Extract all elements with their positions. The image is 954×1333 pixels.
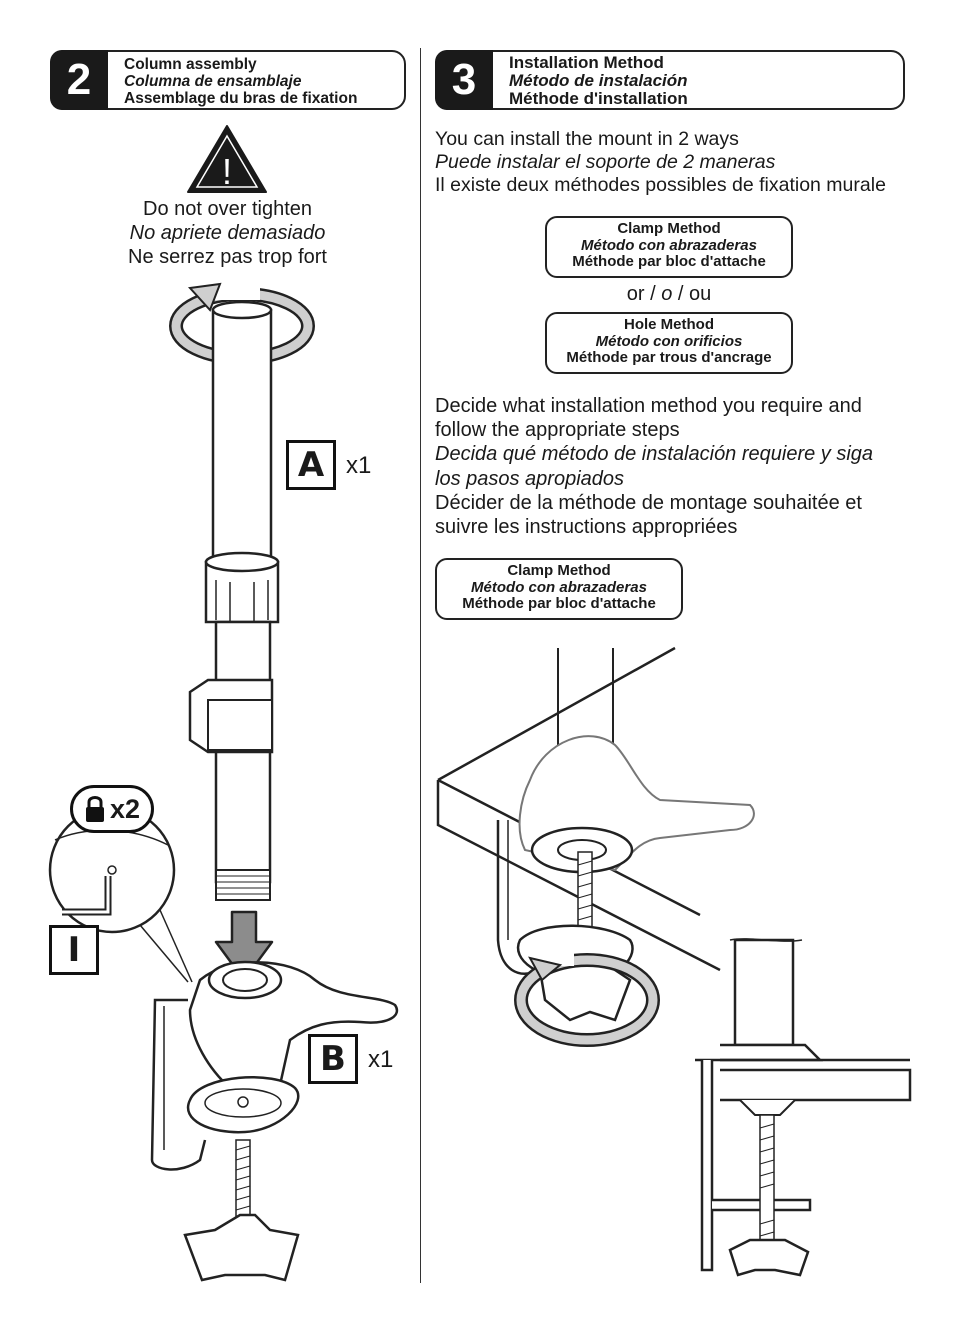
- step-3-title-fr: Méthode d'installation: [509, 89, 688, 108]
- lock-qty-badge: x2: [70, 785, 154, 833]
- hole-method-en: Hole Method: [624, 316, 714, 333]
- decide-text-fr-1: Décider de la méthode de montage souhait…: [435, 491, 862, 514]
- clamp-method-en: Clamp Method: [617, 220, 721, 237]
- part-b-label: B: [308, 1034, 358, 1084]
- lock-icon: [85, 796, 104, 822]
- warning-text-en: Do not over tighten: [143, 198, 312, 220]
- clamp-section-en: Clamp Method: [507, 562, 611, 579]
- or-separator: or / o / ou: [545, 283, 793, 306]
- or-es: o: [661, 283, 673, 305]
- hole-method-pill: Hole Method Método con orificios Méthode…: [545, 312, 793, 374]
- allen-key-icon: [62, 876, 112, 916]
- step-3-title-es: Método de instalación: [509, 71, 688, 90]
- decide-text-en-1: Decide what installation method you requ…: [435, 395, 862, 417]
- step-2-title-en: Column assembly: [124, 56, 257, 73]
- decide-text-en-2: follow the appropriate steps: [435, 419, 680, 442]
- hole-method-fr: Méthode par trous d'ancrage: [566, 349, 772, 366]
- column-divider: [420, 48, 421, 1283]
- step-3-header: 3 Installation Method Método de instalac…: [435, 50, 905, 110]
- hole-method-es: Método con orificios: [595, 332, 743, 350]
- decide-text-fr-2: suivre les instructions appropriées: [435, 516, 738, 539]
- part-a-label: A: [286, 440, 336, 490]
- part-a-qty: x1: [346, 452, 372, 479]
- tool-i-label: I: [49, 925, 99, 975]
- decide-text-es-1: Decida qué método de instalación requier…: [435, 443, 874, 466]
- step-3-title-en: Installation Method: [509, 53, 664, 72]
- part-b-qty: x1: [368, 1046, 394, 1073]
- intro-text-en: You can install the mount in 2 ways: [435, 128, 739, 150]
- clamp-method-pill: Clamp Method Método con abrazaderas Méth…: [545, 216, 793, 278]
- step-3-number: 3: [435, 50, 493, 110]
- clamp-section-es: Método con abrazaderas: [471, 578, 647, 596]
- intro-text-es: Puede instalar el soporte de 2 maneras: [435, 151, 776, 173]
- warning-text-es: No apriete demasiado: [129, 222, 326, 244]
- or-en: or /: [626, 283, 656, 305]
- clamp-method-section-pill: Clamp Method Método con abrazaderas Méth…: [435, 558, 683, 620]
- step-2-title-es: Columna de ensamblaje: [124, 73, 302, 90]
- warning-glyph: !: [222, 151, 232, 192]
- clamp-section-fr: Méthode par bloc d'attache: [462, 595, 656, 612]
- intro-text-fr: Il existe deux méthodes possibles de fix…: [435, 174, 886, 196]
- or-fr: / ou: [677, 283, 712, 305]
- down-arrow-icon: [214, 910, 274, 982]
- warning-triangle-icon: !: [187, 125, 267, 193]
- decide-text-es-2: los pasos apropiados: [435, 467, 625, 490]
- column-assembly-illustration: [48, 282, 398, 1282]
- step-2-title-fr: Assemblage du bras de fixation: [124, 90, 358, 107]
- lock-qty-text: x2: [109, 793, 141, 824]
- step-2-number: 2: [50, 50, 108, 110]
- step-2-header: 2 Column assembly Columna de ensamblaje …: [50, 50, 406, 110]
- clamp-method-fr: Méthode par bloc d'attache: [572, 253, 766, 270]
- clamp-method-es: Método con abrazaderas: [581, 236, 757, 254]
- clamp-method-illustration: [436, 646, 912, 1277]
- warning-text-fr: Ne serrez pas trop fort: [128, 246, 327, 268]
